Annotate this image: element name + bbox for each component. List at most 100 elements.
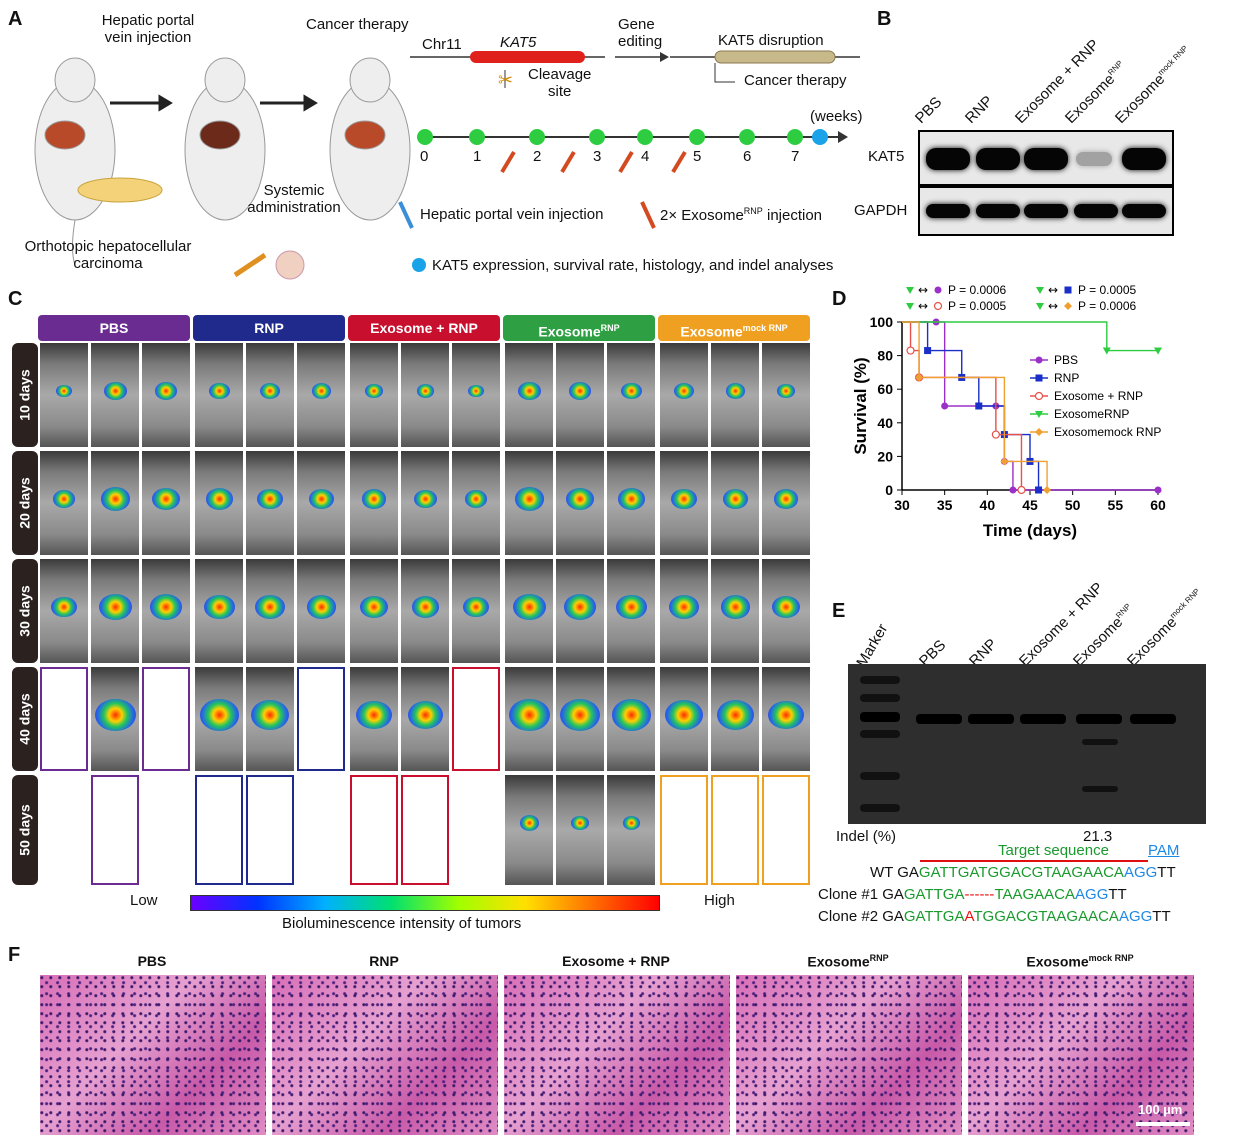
legend-label: ExosomeRNP — [1054, 407, 1129, 421]
ivis-mouse-image — [401, 343, 449, 447]
wb-band — [1122, 204, 1166, 218]
x-axis-label: Time (days) — [983, 521, 1077, 540]
tumor-signal — [208, 382, 230, 400]
panel-label-d: D — [832, 288, 847, 310]
pvalue-annotations: ↔P = 0.0006↔P = 0.0005↔P = 0.0005↔P = 0.… — [906, 283, 1136, 313]
tumor-signal — [671, 488, 697, 510]
weeks-label: (weeks) — [810, 108, 863, 125]
pvalue-arrow: ↔ — [1048, 283, 1058, 297]
scalebar-label: 100 µm — [1138, 1102, 1183, 1117]
indel-label: Indel (%) — [836, 828, 897, 845]
tumor-signal — [103, 381, 127, 401]
legend-label: RNP — [1054, 371, 1079, 385]
pvalue-arrow: ↔ — [918, 283, 928, 297]
tumor-signal — [94, 698, 136, 732]
ivis-mouse-image — [401, 667, 449, 771]
histology-image-exosome-mock — [968, 975, 1194, 1135]
gene-label: KAT5 — [500, 34, 537, 51]
scalebar-line — [1136, 1122, 1190, 1126]
arrows — [110, 94, 318, 112]
tumor-signal — [100, 487, 130, 511]
series-point — [1102, 347, 1111, 355]
day-label-30: 30 days — [12, 559, 38, 663]
tumor-signal — [615, 594, 647, 620]
cancer-therapy-label: Cancer therapy — [306, 16, 409, 33]
ivis-mouse-image — [401, 451, 449, 555]
ivis-mouse-image — [711, 343, 759, 447]
indel-value: 21.3 — [1083, 828, 1113, 845]
tumor-signal — [251, 699, 289, 731]
tumor-signal — [53, 490, 75, 508]
tumor-signal — [199, 699, 239, 731]
cell-dish — [77, 177, 163, 203]
tumor-signal — [665, 699, 703, 731]
wb-band — [976, 204, 1020, 218]
exosome-mock-text: Exosome — [680, 323, 743, 340]
x-tick-label: 50 — [1065, 497, 1081, 513]
group-header-exosome-rnp: ExosomeRNP — [503, 315, 655, 341]
ortho-line-1: Orthotopic hepatocellular — [24, 238, 192, 255]
ivis-empty-frame — [401, 775, 449, 885]
editing-line-2: editing — [618, 33, 663, 50]
ivis-mouse-image — [246, 667, 294, 771]
ivis-mouse-image — [401, 559, 449, 663]
ivis-mouse-image — [246, 559, 294, 663]
pvalue-marker — [934, 286, 942, 294]
cleavage-line-2: site — [548, 83, 572, 100]
tumor-signal — [716, 700, 754, 730]
tumor-signal — [514, 487, 544, 511]
tumor-signal — [416, 384, 434, 398]
ivis-mouse-image — [607, 775, 655, 885]
tumor-signal — [407, 701, 443, 729]
tumor-signal — [772, 595, 800, 619]
ivis-mouse-image — [142, 559, 190, 663]
ivis-mouse-image — [556, 559, 604, 663]
ivis-mouse-image — [350, 451, 398, 555]
wb-band — [976, 148, 1020, 170]
histo-title-5-text: Exosome — [1026, 953, 1089, 970]
tumor-signal — [560, 699, 600, 731]
seq-c2-label: Clone #2 — [818, 908, 879, 925]
day-label-20: 20 days — [12, 451, 38, 555]
tumor-signal — [768, 700, 804, 730]
ivis-mouse-image — [607, 559, 655, 663]
gene-schematic — [410, 50, 860, 88]
wb-band — [926, 148, 970, 170]
ivis-mouse-image — [505, 775, 553, 885]
panel-label-f: F — [8, 944, 21, 966]
target-underline — [920, 860, 1148, 862]
ivis-empty-frame — [246, 775, 294, 885]
tumor-signal — [203, 594, 235, 620]
tumor-signal — [98, 593, 132, 621]
tumor-signal — [411, 596, 439, 618]
systemic-line-2: administration — [247, 199, 341, 216]
ivis-mouse-image — [195, 343, 243, 447]
portal-line-2: vein injection — [104, 29, 192, 46]
legend-marker — [1035, 374, 1043, 382]
wb-band — [1122, 148, 1166, 170]
tumor-signal — [365, 383, 383, 399]
ivis-mouse-image — [556, 451, 604, 555]
ivis-mouse-image — [607, 343, 655, 447]
ivis-mouse-image — [246, 343, 294, 447]
pvalue-text: P = 0.0006 — [1078, 299, 1136, 313]
y-tick-label: 20 — [877, 448, 893, 464]
day-label-50: 50 days — [12, 775, 38, 885]
series-point — [1009, 486, 1017, 494]
scale-title: Bioluminescence intensity of tumors — [282, 915, 522, 932]
ivis-mouse-image — [762, 343, 810, 447]
portal-syringe-icon — [398, 200, 414, 230]
gel-lane-5-sup: mock RNP — [1168, 586, 1202, 621]
ivis-mouse-image — [607, 451, 655, 555]
histo-title-1: PBS — [137, 953, 167, 969]
ivis-mouse-image — [297, 559, 345, 663]
ivis-mouse-image — [297, 451, 345, 555]
panel-label-c: C — [8, 288, 23, 310]
tick-7: 7 — [791, 148, 800, 165]
tumor-signal — [463, 596, 489, 618]
tumor-signal — [205, 488, 233, 510]
ivis-mouse-image — [711, 559, 759, 663]
ivis-mouse-image — [91, 559, 139, 663]
legend-marker — [1034, 391, 1044, 401]
ivis-empty-frame — [660, 775, 708, 885]
